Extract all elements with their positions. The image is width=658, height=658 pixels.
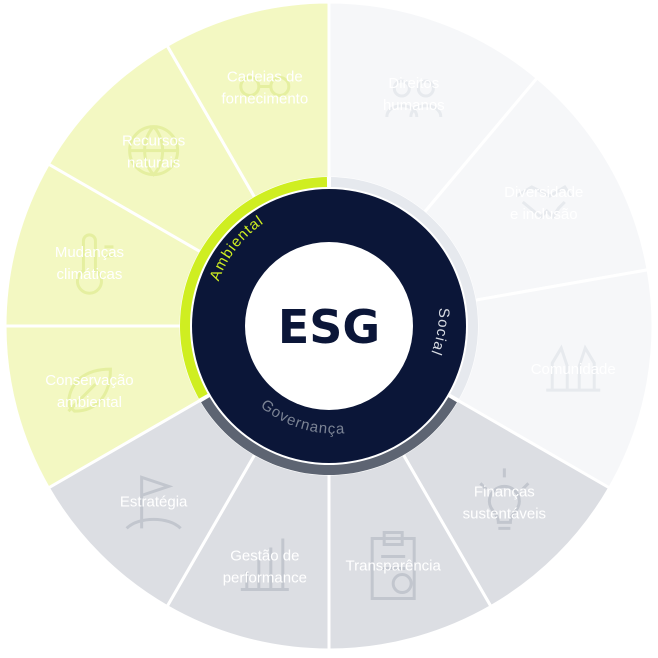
lightbulb-icon [479, 468, 530, 530]
center-circle [245, 242, 413, 410]
segment-label: Estratégia [120, 493, 188, 510]
chart-icon [240, 538, 289, 592]
center-label: ESG [278, 300, 380, 354]
handshake-icon [516, 184, 573, 220]
flag-icon [125, 475, 182, 530]
segment-estrategia[interactable]: Estratégia [46, 397, 258, 609]
people-icon [385, 79, 443, 118]
segment-transparencia[interactable]: Transparência [327, 452, 494, 652]
hands-icon [546, 344, 601, 392]
leaf-icon [66, 367, 112, 413]
segment-label: Transparência [346, 558, 442, 575]
segment-label: Comunidade [531, 361, 616, 378]
globe-icon [128, 125, 180, 177]
chain-icon [239, 75, 291, 97]
segment-comunidade[interactable]: Comunidade [455, 268, 655, 491]
band-governanca [201, 397, 457, 475]
band-ambiental [180, 177, 328, 399]
clipboard-icon [370, 531, 416, 601]
band-social [330, 177, 479, 399]
thermometer-icon [76, 233, 114, 295]
